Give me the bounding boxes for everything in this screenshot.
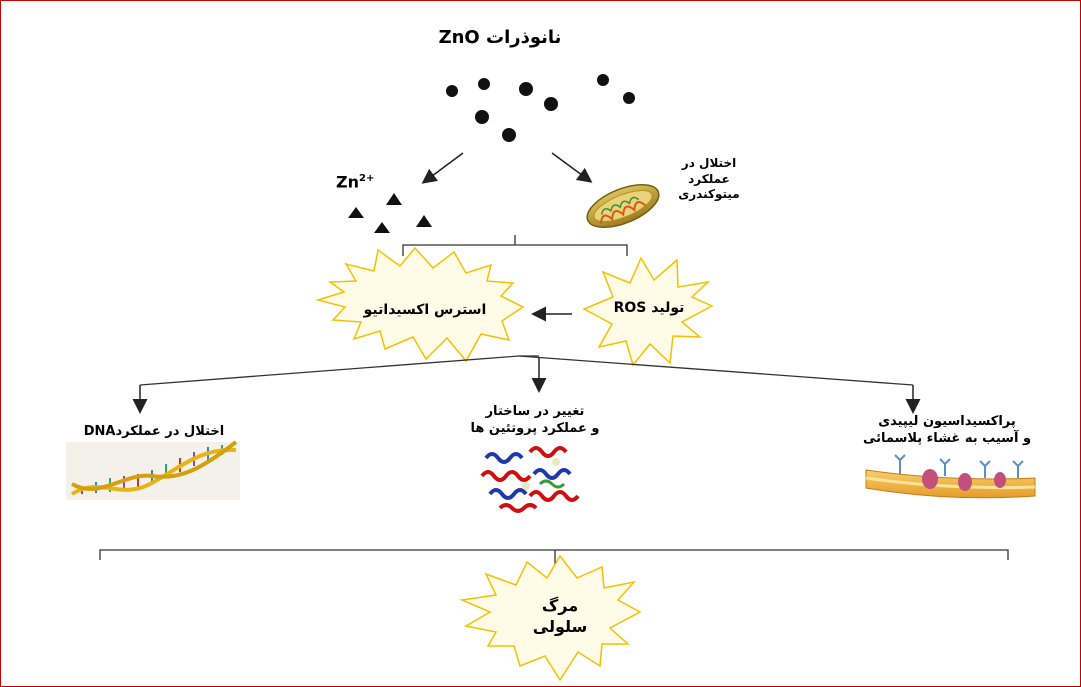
lipid-peroxidation-label: پراکسیداسیون لیپیدی و آسیب به غشاء پلاسم…: [862, 414, 1032, 446]
protein-change-label: تغییر در ساختار و عملکرد پروتئین ها: [470, 404, 600, 436]
zn-ion-triangles: [348, 193, 432, 233]
zn-ion-base: Zn: [336, 172, 359, 192]
nanoparticle-dots: [446, 74, 635, 142]
zn-ion-charge: 2+: [359, 173, 375, 184]
branch-lines: [139, 355, 914, 386]
ros-burst: [582, 256, 714, 367]
arrow-to-zn: [421, 152, 464, 184]
mito-dysfunction-label: اختلال در عملکرد میتوکندری: [678, 156, 740, 202]
cell-death-label: مرگ سلولی: [532, 596, 588, 636]
ros-production-label: تولید ROS: [613, 300, 685, 316]
mitochondrion-image: [586, 184, 660, 228]
dna-helix-image: [66, 440, 240, 500]
protein-structure-image: [476, 444, 584, 514]
oxidative-stress-burst: [315, 246, 525, 363]
zn-ion-label: Zn2+: [336, 172, 374, 193]
title-zno-nanoparticles: نانوذرات ZnO: [438, 27, 562, 48]
lipid-membrane-image: [865, 454, 1036, 499]
dna-dysfunction-label: اختلال در عملکردDNA: [83, 424, 225, 439]
cell-death-burst: [459, 554, 642, 682]
bracket-top: [402, 235, 628, 256]
arrow-to-mito: [551, 152, 593, 183]
oxidative-stress-label: استرس اکسیداتیو: [363, 302, 487, 318]
